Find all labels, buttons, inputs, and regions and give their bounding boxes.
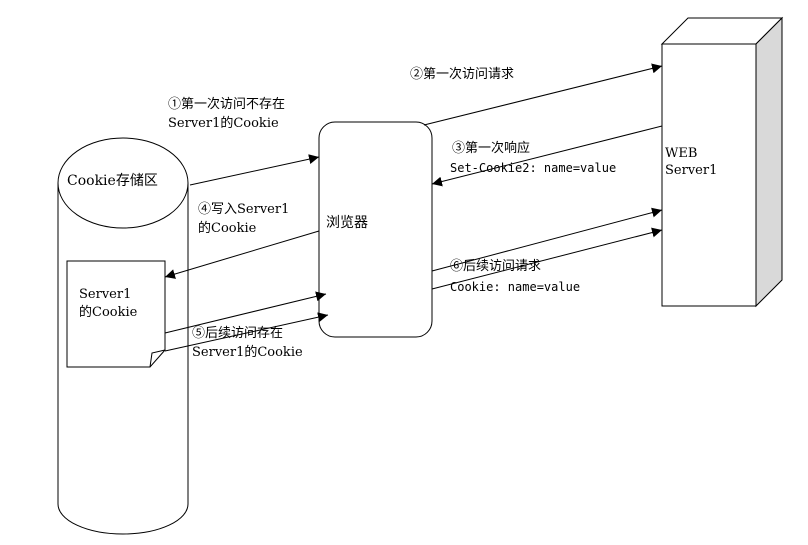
step2-label: ②第一次访问请求 — [410, 67, 515, 82]
arrow-step6-request-b — [431, 227, 663, 290]
server-label-line1: WEB — [665, 146, 698, 161]
cookie-document-shape — [66, 260, 166, 368]
step6-label-line2: Cookie: name=value — [450, 280, 581, 294]
step6-label-line1: ⑥后续访问请求 — [450, 259, 542, 274]
arrow-step2-request — [423, 63, 663, 126]
document-label-line1: Server1 — [79, 287, 132, 302]
document-label-line2: 的Cookie — [79, 305, 138, 320]
storage-title: Cookie存储区 — [67, 173, 158, 189]
step4-label-line2: 的Cookie — [198, 221, 257, 236]
arrow-step1-check — [189, 154, 320, 186]
step4-label-line1: ④写入Server1 — [198, 202, 290, 217]
browser-label: 浏览器 — [326, 215, 368, 231]
server-label-line2: Server1 — [665, 163, 718, 178]
step1-label-line1: ①第一次访问不存在 — [168, 97, 286, 112]
step3-label-line1: ③第一次响应 — [452, 141, 531, 156]
step1-label-line2: Server1的Cookie — [168, 116, 279, 131]
step3-label-line2: Set-Cookie2: name=value — [450, 161, 617, 175]
arrow-step4-write — [164, 230, 320, 279]
arrow-step6-request-a — [431, 207, 663, 272]
browser-box — [318, 121, 433, 338]
arrow-step5-read-b — [164, 312, 329, 352]
arrow-step5-read-a — [164, 291, 327, 334]
arrow-step3-response — [431, 125, 663, 187]
step5-label-line1: ⑤后续访问存在 — [192, 326, 284, 341]
web-server-box — [660, 16, 784, 308]
step5-label-line2: Server1的Cookie — [192, 345, 303, 360]
